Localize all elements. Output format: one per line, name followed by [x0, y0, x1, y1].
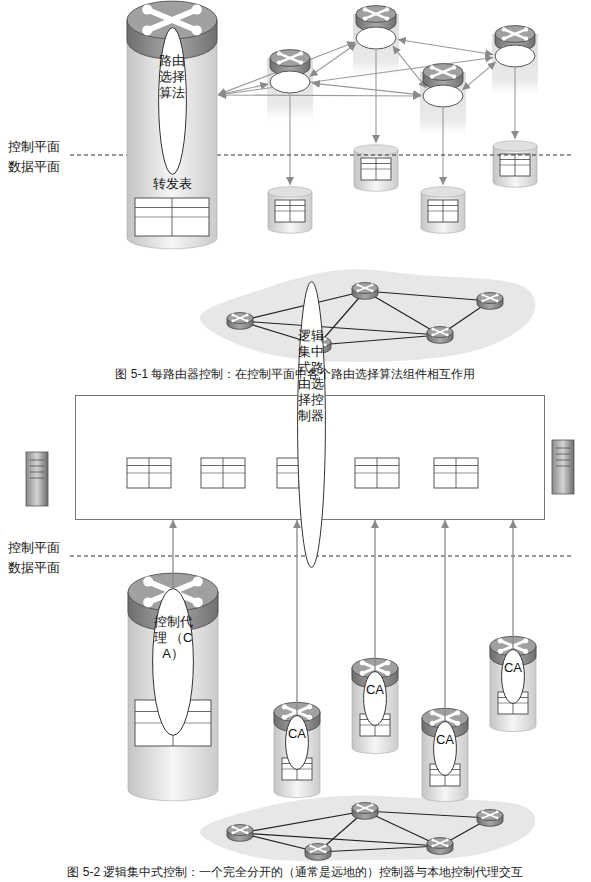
router-icon [352, 803, 378, 820]
shape-outline [297, 281, 326, 568]
table-title: 转发表 [153, 176, 192, 192]
control-oval: 路由选择算法 [158, 27, 187, 175]
oval-outline [158, 28, 186, 175]
control-oval: CA [501, 649, 525, 704]
shape-outline [433, 721, 457, 776]
router-icon [227, 313, 253, 330]
control-oval: 逻辑集中式路由选择控制器 [297, 281, 326, 568]
router-cylinder [274, 706, 320, 797]
control-oval: CA [363, 671, 387, 726]
router-cylinder [421, 187, 465, 234]
table-icon [201, 458, 245, 488]
control-connection [512, 520, 513, 649]
table-icon [500, 154, 530, 176]
node-text: CA [504, 660, 522, 676]
router-cylinder [354, 145, 398, 192]
router-icon [352, 283, 378, 300]
oval-outline [434, 721, 457, 775]
router-icon [477, 293, 503, 310]
controller-panel: 逻辑集中式路由选择控制器 [75, 395, 545, 520]
router-icon [305, 844, 331, 861]
algorithm-oval [495, 45, 535, 67]
forwarding-arrow [442, 108, 443, 185]
server-icon [26, 452, 48, 506]
router-cylinder [127, 9, 217, 249]
router-cylinder [128, 581, 218, 801]
control-connection [374, 520, 375, 671]
shape-outline [152, 588, 194, 736]
router-icon [477, 810, 503, 827]
router-network [200, 795, 535, 860]
router-network [200, 269, 535, 362]
table-icon [428, 200, 458, 222]
router-cylinder [352, 662, 398, 753]
forwarding-arrow [375, 50, 376, 143]
oval-outline [502, 649, 525, 703]
shape-outline [501, 649, 525, 704]
node-text: 控制代理 （CA） [152, 614, 194, 662]
control-message-arrow [310, 44, 357, 77]
control-connection [296, 520, 297, 715]
shape-outline [363, 671, 387, 726]
plane-label: 数据平面 [8, 159, 60, 175]
node-text: CA [436, 732, 454, 748]
figure-caption: 图 5-2 逻辑集中式控制：一个完全分开的（通常是远地的）控制器与本地控制代理交… [0, 864, 591, 880]
algorithm-oval [270, 71, 310, 93]
control-message-arrow [218, 94, 421, 96]
plane-divider [70, 555, 572, 556]
shape-outline [285, 715, 309, 770]
control-message-arrow [462, 62, 496, 90]
router-icon [427, 838, 453, 855]
forwarding-arrow [289, 94, 290, 185]
control-oval: CA [433, 721, 457, 776]
shape-outline [158, 27, 187, 175]
control-message-arrow [393, 46, 427, 88]
control-message-arrow [398, 40, 493, 55]
plane-label: 数据平面 [8, 560, 60, 576]
algorithm-oval [356, 27, 396, 49]
control-connection [172, 520, 173, 588]
table-icon [361, 158, 391, 180]
oval-outline [297, 281, 325, 567]
router-cylinder [422, 712, 468, 801]
oval-outline [364, 671, 387, 725]
server-icon [552, 440, 574, 494]
plane-label: 控制平面 [8, 139, 60, 155]
algorithm-oval [423, 85, 463, 107]
node-text: CA [288, 726, 306, 742]
table-icon [434, 458, 478, 488]
table-icon [275, 200, 305, 222]
router-icon [227, 825, 253, 842]
control-message-arrow [312, 83, 421, 95]
plane-label: 控制平面 [8, 540, 60, 556]
node-text: 路由选择算法 [158, 53, 187, 101]
table-icon [135, 198, 209, 236]
oval-outline [286, 715, 309, 769]
router-cylinder [493, 141, 537, 188]
router-icon [427, 327, 453, 344]
router-cylinder [268, 187, 312, 234]
table-icon [127, 458, 171, 488]
control-oval: CA [285, 715, 309, 770]
forwarding-arrow [514, 68, 515, 139]
oval-outline [153, 589, 194, 736]
router-cylinder: 转发表路由选择算法 [127, 6, 217, 250]
control-message-arrow [218, 42, 355, 95]
control-oval: 控制代理 （CA） [152, 588, 194, 736]
control-connection [444, 520, 445, 721]
table-icon [355, 458, 399, 488]
router-cylinder [490, 640, 536, 731]
figure-caption: 图 5-1 每路由器控制：在控制平面中各个路由选择算法组件相互作用 [0, 366, 591, 382]
node-text: CA [366, 682, 384, 698]
